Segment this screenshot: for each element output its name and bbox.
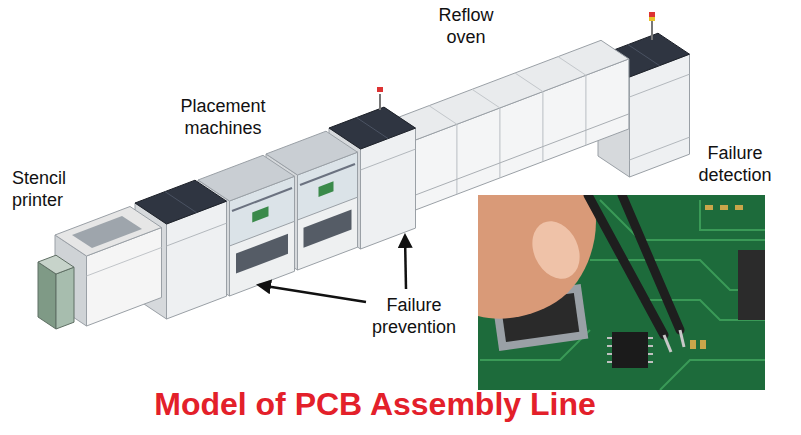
- leader-arrow: [405, 236, 406, 289]
- signal-light: [649, 12, 655, 17]
- stage-label: Failure prevention: [367, 294, 462, 338]
- cabinet-top: [38, 255, 74, 274]
- signal-light: [377, 87, 383, 92]
- feeder-bank: [236, 234, 288, 274]
- top-panel-line: [357, 118, 389, 139]
- chip-pins: [607, 338, 653, 362]
- zone-line: [558, 57, 586, 76]
- signal-tower: [379, 94, 381, 110]
- machine-top: [55, 207, 162, 257]
- chip: [612, 332, 648, 368]
- gantry: [300, 164, 355, 185]
- zone-line: [472, 89, 500, 108]
- machine-top: [135, 180, 227, 224]
- signal-tower: [651, 20, 653, 40]
- pcb-pad: [705, 205, 713, 210]
- thumb: [478, 195, 596, 319]
- board: [319, 181, 334, 197]
- pcb-pad: [735, 205, 743, 210]
- gantry: [232, 188, 292, 211]
- pcb-ground: [478, 195, 765, 390]
- thumbnail: [523, 214, 588, 287]
- figure-title: Model of PCB Assembly Line: [154, 385, 596, 423]
- front-line: [167, 223, 227, 246]
- printer-window: [72, 216, 142, 248]
- pcb-pad: [720, 205, 728, 210]
- zone-line: [499, 108, 500, 178]
- reflow-oven: [386, 40, 629, 210]
- zone-line: [585, 75, 586, 145]
- signal-light: [649, 17, 655, 21]
- stage-label: Placement machines: [168, 95, 278, 139]
- zone-line: [515, 73, 543, 92]
- pcb-pad: [700, 340, 706, 349]
- front-line: [630, 137, 690, 160]
- probe-tip: [680, 330, 684, 347]
- probe-arm: [622, 195, 680, 330]
- cabinet-front: [56, 267, 74, 329]
- zone-line: [542, 92, 543, 162]
- component: [738, 250, 765, 320]
- feeder-bank: [304, 210, 352, 248]
- inspection-photo: [478, 195, 765, 390]
- stage-label: Stencil printer: [12, 167, 87, 211]
- leader-arrow: [259, 285, 366, 302]
- top-panel-line: [628, 45, 660, 66]
- oven-base-line: [414, 114, 629, 196]
- front-line: [630, 74, 690, 97]
- oven-top: [386, 40, 629, 140]
- zone-line: [429, 106, 457, 125]
- front-line: [87, 248, 162, 277]
- pcb-pad: [690, 340, 696, 349]
- top-panel-line: [165, 192, 197, 213]
- stage-label: Failure detection: [688, 142, 783, 186]
- zone-line: [456, 124, 457, 194]
- stage-label: Reflow oven: [426, 4, 506, 48]
- board: [252, 206, 268, 222]
- side-cabinet: [38, 255, 74, 329]
- probe-tip: [664, 335, 671, 352]
- front-line: [361, 149, 416, 170]
